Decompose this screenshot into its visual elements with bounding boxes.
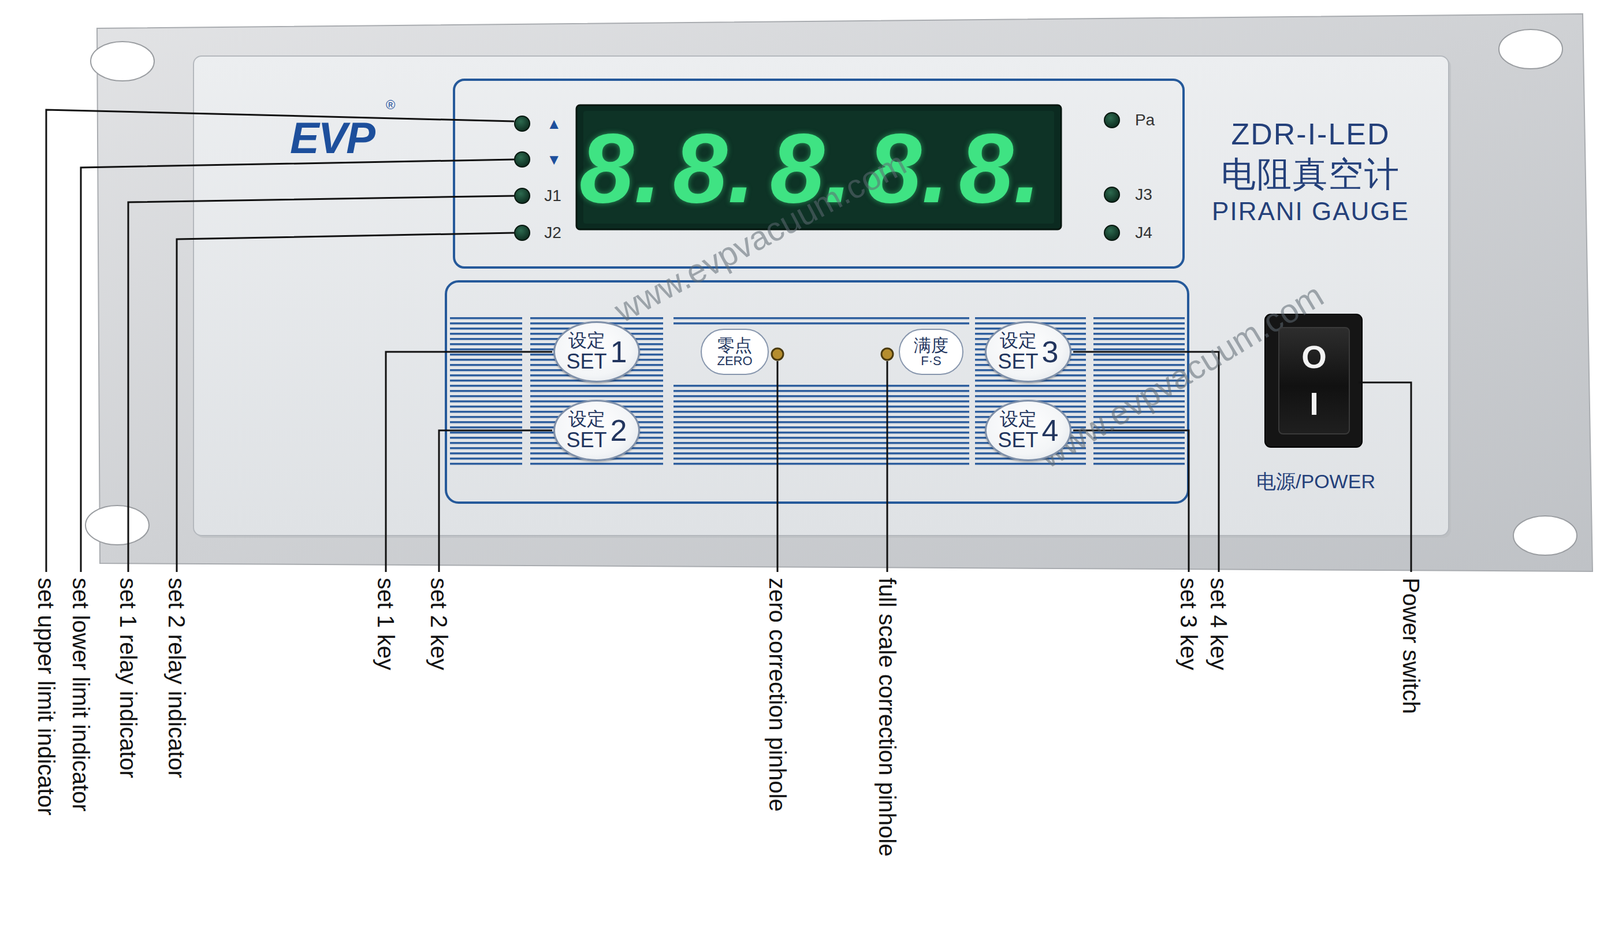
key-text: 设定 bbox=[999, 330, 1037, 351]
callout-label: set lower limit indicator bbox=[68, 577, 94, 812]
callout-label: set 2 relay indicator bbox=[164, 577, 190, 779]
key-text: 设定 bbox=[568, 409, 606, 430]
callout-label: Power switch bbox=[1398, 577, 1424, 714]
key-text: SET bbox=[998, 350, 1039, 373]
indicator-symbol: ▼ bbox=[546, 151, 562, 169]
mounting-hole bbox=[1498, 29, 1563, 69]
callout-label: set upper limit indicator bbox=[33, 577, 59, 816]
product-name: PIRANI GAUGE bbox=[1211, 197, 1410, 226]
callout-label: set 3 key bbox=[1176, 577, 1202, 671]
key-text: SET bbox=[566, 429, 608, 452]
key-caption: 设定SET bbox=[998, 330, 1039, 372]
key-caption: 设定SET bbox=[998, 409, 1039, 451]
key-text: SET bbox=[998, 429, 1039, 452]
key-button: 设定SET3 bbox=[984, 321, 1072, 383]
adjust-label: 满度F·S bbox=[898, 328, 964, 375]
zero-pinhole bbox=[771, 348, 784, 360]
indicator-label: J3 bbox=[1135, 185, 1153, 204]
fs-pinhole bbox=[881, 348, 893, 360]
key-text: 设定 bbox=[568, 330, 606, 351]
callout-label: set 2 key bbox=[426, 577, 452, 671]
leader-line bbox=[128, 195, 515, 572]
leader-line bbox=[80, 159, 515, 572]
switch-label: 电源/POWER bbox=[1256, 470, 1376, 493]
leader-line bbox=[438, 430, 553, 572]
adjust-label: 零点ZERO bbox=[700, 328, 769, 375]
leader-line bbox=[385, 351, 553, 572]
stripes bbox=[673, 315, 970, 328]
callout-label: set 4 key bbox=[1206, 577, 1232, 671]
switch-housing bbox=[1264, 314, 1363, 448]
brand-logo: EVP bbox=[289, 120, 375, 156]
led-digit: 8. bbox=[579, 118, 662, 218]
key-button: 设定SET4 bbox=[984, 399, 1072, 461]
callout-label: set 1 key bbox=[373, 577, 399, 671]
mounting-hole bbox=[85, 505, 150, 545]
key-text: ZERO bbox=[716, 354, 753, 368]
key-caption: 设定SET bbox=[566, 409, 608, 451]
indicator-led bbox=[1104, 225, 1120, 241]
indicator-label: J1 bbox=[544, 187, 562, 206]
key-text: 设定 bbox=[999, 409, 1037, 430]
key-text: 零点 bbox=[717, 336, 753, 355]
indicator-label: J2 bbox=[544, 224, 562, 243]
stripes bbox=[673, 382, 970, 465]
key-text: 3 bbox=[1042, 336, 1059, 368]
indicator-led bbox=[514, 151, 530, 167]
indicator-symbol: ▲ bbox=[546, 115, 562, 133]
led-digit: 8. bbox=[672, 118, 755, 218]
led-digit: 8. bbox=[958, 118, 1041, 218]
leader-lines bbox=[46, 109, 1412, 572]
leader-line bbox=[886, 361, 889, 572]
leader-line bbox=[776, 361, 779, 572]
indicator-led bbox=[514, 188, 530, 204]
mounting-hole bbox=[1513, 515, 1577, 556]
stripes bbox=[449, 315, 523, 465]
switch-symbol: I bbox=[1309, 387, 1319, 422]
power-rocker: OI bbox=[1278, 326, 1350, 435]
key-text: 1 bbox=[610, 336, 628, 368]
model-name: ZDR-I-LED bbox=[1230, 117, 1390, 151]
key-text: 满度 bbox=[913, 336, 949, 355]
indicator-led bbox=[1104, 112, 1120, 128]
leader-line bbox=[1073, 430, 1189, 572]
stripes bbox=[530, 315, 664, 465]
rack-plate bbox=[97, 13, 1593, 572]
indicator-led bbox=[1104, 187, 1120, 203]
indicator-led bbox=[514, 116, 530, 132]
mounting-hole bbox=[90, 41, 155, 81]
indicator-led bbox=[514, 225, 530, 241]
key-text: 4 bbox=[1042, 414, 1059, 447]
display-frame bbox=[454, 79, 1184, 268]
faceplate bbox=[193, 56, 1449, 536]
callout-label: zero correction pinhole bbox=[764, 577, 791, 812]
key-text: 2 bbox=[610, 414, 628, 447]
key-button: 设定SET1 bbox=[553, 321, 640, 383]
switch-symbol: O bbox=[1301, 340, 1327, 375]
product-name: 电阻真空计 bbox=[1221, 155, 1401, 194]
key-text: F·S bbox=[920, 354, 941, 368]
unit-label: Pa bbox=[1135, 111, 1155, 130]
key-caption: 设定SET bbox=[566, 330, 608, 372]
registered-mark: ® bbox=[385, 98, 396, 113]
callout-label: set 1 relay indicator bbox=[115, 577, 141, 779]
key-frame bbox=[445, 281, 1189, 503]
callout-label: full scale correction pinhole bbox=[874, 577, 900, 857]
key-button: 设定SET2 bbox=[553, 399, 640, 461]
indicator-label: J4 bbox=[1135, 224, 1153, 243]
leader-line bbox=[46, 109, 515, 572]
key-text: SET bbox=[566, 350, 608, 373]
leader-line bbox=[176, 232, 515, 572]
